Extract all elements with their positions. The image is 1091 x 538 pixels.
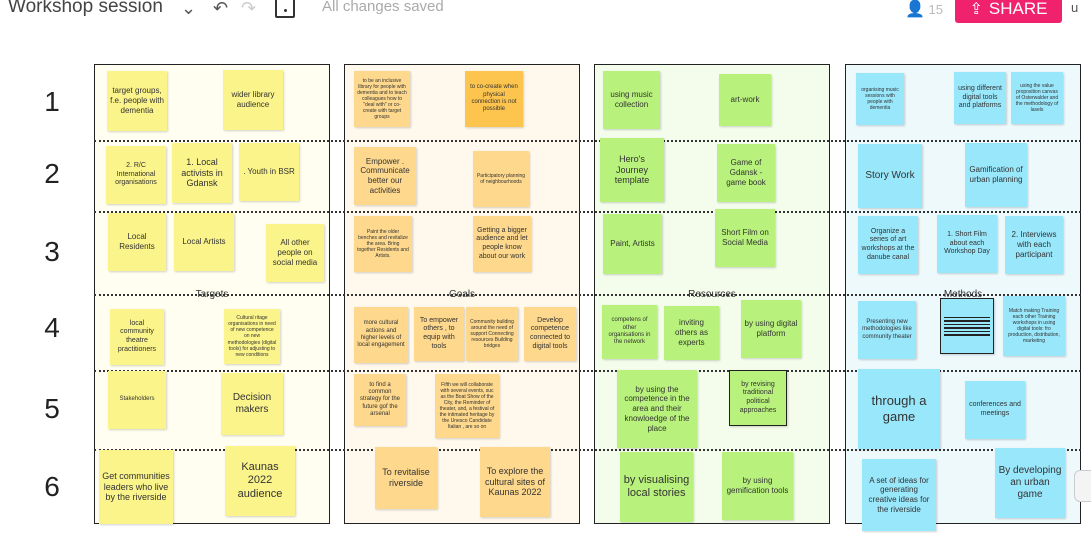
board-title[interactable]: Workshop session bbox=[8, 0, 163, 17]
text-lines-icon bbox=[944, 308, 990, 344]
column-label-methods: Methods bbox=[943, 289, 983, 300]
row-number-1: 1 bbox=[44, 86, 60, 117]
truncated-label: u bbox=[1071, 0, 1079, 15]
sticky-note[interactable]: To empower others , to equip with tools bbox=[414, 307, 464, 361]
sticky-note[interactable]: Getting a bigger audience and let people… bbox=[473, 216, 531, 272]
row-number-2: 2 bbox=[44, 158, 60, 189]
sticky-note[interactable]: by using the competence in the area and … bbox=[617, 370, 697, 448]
sticky-note[interactable]: to co-create when physical connection is… bbox=[465, 71, 523, 127]
redo-icon[interactable]: ↷ bbox=[241, 0, 257, 19]
column-label-goals: Goals bbox=[448, 289, 476, 300]
sticky-note[interactable]: conferences and meetings bbox=[965, 381, 1025, 439]
user-count-value: 15 bbox=[928, 2, 944, 17]
row-divider bbox=[94, 294, 1081, 296]
top-toolbar: Workshop session ⌄ ↶ ↷ All changes saved… bbox=[0, 0, 1091, 24]
sticky-note[interactable]: Stakeholders bbox=[108, 371, 166, 429]
sticky-note[interactable]: To revitalise riverside bbox=[375, 447, 437, 509]
sticky-note[interactable]: Short Film on Social Media bbox=[715, 209, 775, 267]
sticky-note[interactable]: A set of ideas for generating creative i… bbox=[862, 459, 936, 531]
sticky-note[interactable]: by using digital platform bbox=[741, 300, 801, 358]
sticky-note-lines[interactable] bbox=[940, 298, 994, 354]
sticky-note[interactable]: Empower . Communicate better our activit… bbox=[354, 147, 416, 205]
sticky-note[interactable]: Cultural ritage organisations in need of… bbox=[224, 309, 280, 364]
zoom-control[interactable] bbox=[1074, 470, 1091, 502]
sticky-note[interactable]: By developing an urban game bbox=[995, 448, 1065, 518]
sticky-note[interactable]: through a game bbox=[858, 369, 940, 449]
user-count[interactable]: 👤 15 bbox=[905, 0, 943, 19]
sticky-note[interactable]: to be an inclusive library for people wi… bbox=[354, 71, 410, 127]
sticky-note[interactable]: Fifth we will collaborate with several e… bbox=[435, 374, 499, 438]
sticky-note[interactable]: 2. R/C International organisations bbox=[106, 146, 166, 204]
sticky-note[interactable]: Paint, Artists bbox=[603, 214, 662, 274]
row-divider bbox=[94, 370, 1081, 372]
sticky-note[interactable]: Get communities leaders who live by the … bbox=[99, 450, 173, 524]
sticky-note[interactable]: Hero's Journey template bbox=[600, 138, 664, 202]
save-status: All changes saved bbox=[322, 0, 444, 15]
sticky-note[interactable]: Story Work bbox=[858, 144, 922, 208]
sticky-note[interactable]: Local Residents bbox=[108, 213, 166, 271]
share-button[interactable]: ⇪ SHARE bbox=[955, 0, 1062, 23]
sticky-note[interactable]: Kaunas 2022 audience bbox=[225, 446, 295, 516]
column-label-targets: Targets bbox=[195, 289, 229, 300]
sticky-note[interactable]: Presenting new methodologies like commun… bbox=[858, 301, 916, 359]
sticky-note[interactable]: Community building around the need of su… bbox=[466, 307, 518, 361]
sticky-note[interactable]: organising music sessions with people wi… bbox=[856, 73, 904, 125]
sticky-note[interactable]: competens of other organisations in the … bbox=[602, 305, 657, 359]
sticky-note[interactable]: local community theatre practitioners bbox=[110, 309, 164, 365]
sticky-note[interactable]: Paint the older benches and revitalize t… bbox=[354, 216, 412, 272]
sticky-note[interactable]: Decision makers bbox=[221, 373, 283, 435]
row-divider bbox=[94, 449, 1081, 451]
row-number-3: 3 bbox=[44, 236, 60, 267]
sticky-note[interactable]: to find a common strategy for the future… bbox=[354, 374, 406, 426]
sticky-note[interactable]: All other people on social media bbox=[266, 224, 324, 282]
undo-icon[interactable]: ↶ bbox=[213, 0, 229, 19]
sticky-note[interactable]: To explore the cultural sites of Kaunas … bbox=[480, 447, 550, 517]
sticky-note[interactable]: 2. Interviews with each participant bbox=[1005, 216, 1063, 274]
user-icon: 👤 bbox=[905, 1, 925, 18]
row-divider bbox=[94, 140, 1081, 142]
sticky-note[interactable]: 1. Local activists in Gdansk bbox=[172, 143, 232, 203]
sticky-note[interactable]: using music collection bbox=[603, 71, 660, 129]
row-divider bbox=[94, 211, 1081, 213]
row-number-6: 6 bbox=[44, 471, 60, 502]
sticky-note[interactable]: by using gemification tools bbox=[722, 452, 793, 520]
sticky-note[interactable]: by visualising local stories bbox=[620, 452, 693, 522]
comment-icon[interactable] bbox=[275, 0, 295, 18]
sticky-note[interactable]: more cultural actions and higher levels … bbox=[354, 307, 408, 363]
sticky-note[interactable]: . Youth in BSR bbox=[239, 143, 299, 201]
sticky-note[interactable]: Organize a series of art workshops at th… bbox=[858, 216, 918, 274]
sticky-note[interactable]: wider library audience bbox=[223, 70, 283, 130]
column-label-resources: Resources bbox=[688, 289, 736, 300]
sticky-note[interactable]: Participatory planning of neighbourhoods bbox=[473, 151, 529, 207]
sticky-note[interactable]: inviting others as experts bbox=[664, 306, 719, 360]
sticky-note[interactable]: Gamification of urban planning bbox=[965, 143, 1027, 207]
sticky-note[interactable]: Local Artists bbox=[174, 213, 234, 271]
sticky-note[interactable]: by revising traditional political approa… bbox=[729, 370, 787, 426]
share-label: SHARE bbox=[988, 0, 1048, 18]
row-number-5: 5 bbox=[44, 393, 60, 424]
chevron-down-icon[interactable]: ⌄ bbox=[181, 0, 197, 19]
row-number-4: 4 bbox=[44, 312, 60, 343]
sticky-note[interactable]: 1. Short Film about each Workshop Day bbox=[937, 215, 997, 273]
sticky-note[interactable]: Develop competence connected to digital … bbox=[524, 307, 576, 361]
sticky-note[interactable]: art-work bbox=[719, 74, 771, 126]
sticky-note[interactable]: Game of Gdansk - game book bbox=[717, 144, 775, 202]
upload-icon: ⇪ bbox=[969, 0, 983, 18]
sticky-note[interactable]: using different digital tools and platfo… bbox=[954, 72, 1006, 124]
sticky-note[interactable]: target groups, f.e. people with dementia bbox=[107, 71, 167, 131]
sticky-note[interactable]: using the value proposition canvas of Os… bbox=[1011, 72, 1063, 124]
sticky-note[interactable]: Match making Training each other Trainin… bbox=[1003, 296, 1065, 356]
